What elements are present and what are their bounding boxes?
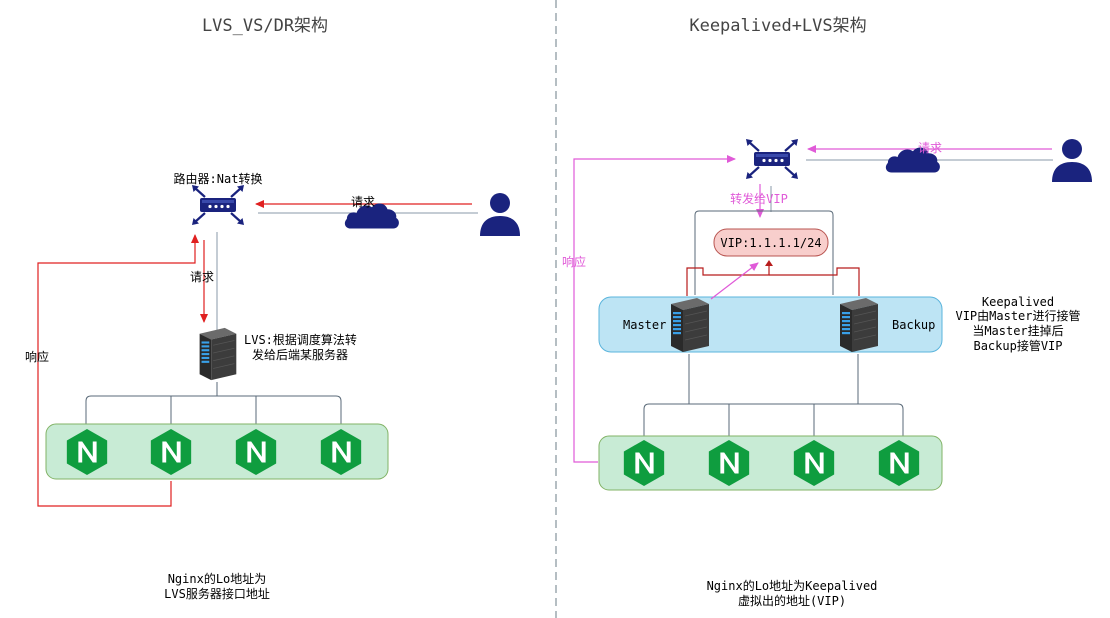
- right-vip-pill: [713, 228, 829, 257]
- right-keepalived-desc-3: 当Master挂掉后: [972, 324, 1063, 338]
- right-vip-label: VIP:1.1.1.1/24: [720, 236, 821, 250]
- right-master-vip-arrow: [710, 262, 759, 300]
- right-request-label: 请求: [918, 141, 942, 155]
- right-nginx-pool: [598, 435, 943, 491]
- right-response-arrow: [573, 155, 736, 463]
- left-lvs-label-1: LVS:根据调度算法转: [244, 332, 357, 347]
- right-keepalived-desc-1: Keepalived: [982, 295, 1054, 309]
- left-nginx-pool: [45, 423, 389, 480]
- left-router-label: 路由器:Nat转换: [174, 171, 263, 186]
- right-keepalived-desc-4: Backup接管VIP: [973, 338, 1062, 353]
- right-vip-red-arrowhead: [765, 260, 773, 266]
- right-vip-red-bracket: [686, 262, 860, 296]
- right-master-server-icon: [670, 297, 710, 353]
- right-branch-lines: [643, 354, 904, 436]
- right-response-label: 响应: [562, 254, 586, 269]
- left-request-label-cloud: 请求: [351, 195, 375, 209]
- right-vip-bracket: [694, 210, 834, 295]
- left-branch-lines: [85, 382, 342, 424]
- right-master-label: Master: [623, 318, 666, 332]
- right-user-icon: [1052, 139, 1092, 182]
- right-backup-server-icon: [839, 297, 879, 353]
- left-lvs-server-icon: [199, 327, 237, 381]
- right-router-icon: [744, 137, 800, 181]
- left-response-label: 响应: [25, 349, 49, 364]
- right-note-1: Nginx的Lo地址为Keepalived: [707, 578, 878, 593]
- left-lvs-label-2: 发给后端某服务器: [252, 347, 348, 362]
- left-user-icon: [480, 193, 520, 236]
- right-forward-label: 转发给VIP: [730, 191, 788, 206]
- left-title: LVS_VS/DR架构: [202, 16, 328, 36]
- right-backup-label: Backup: [892, 318, 935, 332]
- right-note-2: 虚拟出的地址(VIP): [738, 593, 846, 608]
- left-router-icon: [190, 183, 246, 227]
- left-note-2: LVS服务器接口地址: [164, 586, 270, 601]
- left-note-1: Nginx的Lo地址为: [168, 571, 267, 586]
- right-title: Keepalived+LVS架构: [689, 16, 866, 36]
- right-keepalived-desc-2: VIP由Master进行接管: [955, 308, 1080, 323]
- left-response-arrow: [37, 234, 199, 507]
- left-request-label-down: 请求: [190, 270, 214, 284]
